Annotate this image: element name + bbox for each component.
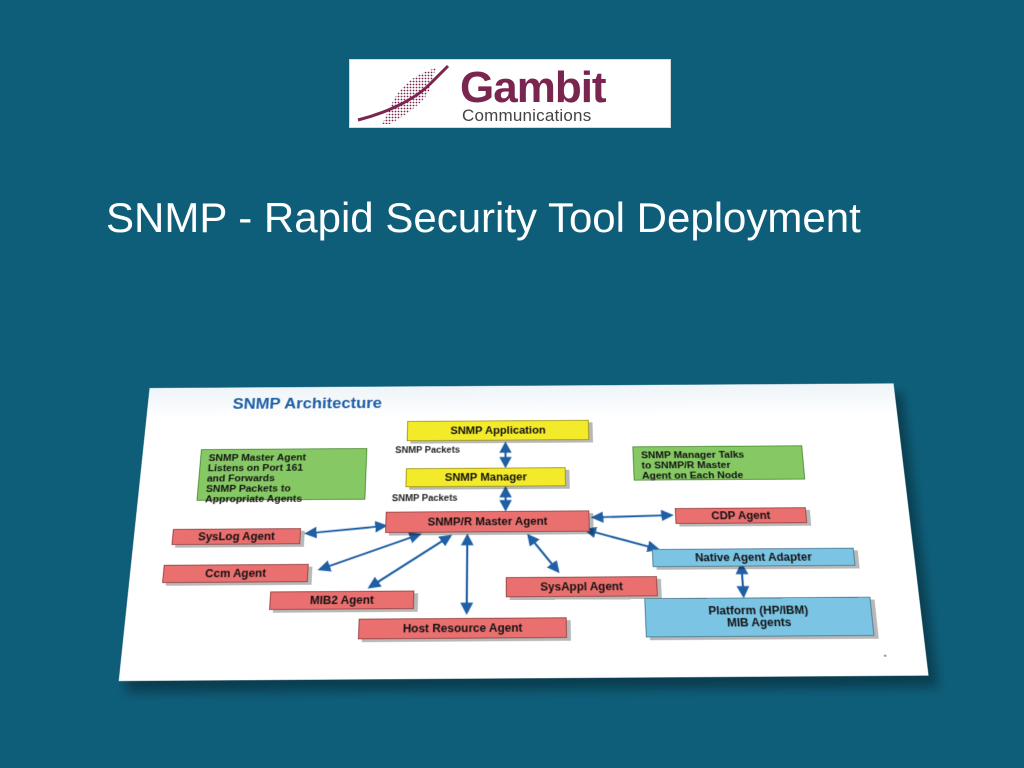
snmp-packets-label-2: SNMP Packets bbox=[391, 493, 458, 504]
arrow-master-native bbox=[586, 529, 658, 549]
arrow-master-syslog bbox=[307, 526, 386, 534]
arrow-master-host bbox=[467, 536, 468, 612]
node-snmp-manager: SNMP Manager bbox=[405, 467, 566, 488]
node-native-agent-adapter: Native Agent Adapter bbox=[651, 547, 856, 568]
knight-logo-icon bbox=[357, 64, 450, 124]
gambit-logo: Gambit Communications bbox=[349, 59, 671, 128]
node-ccm-agent: Ccm Agent bbox=[162, 563, 309, 584]
slide-title: SNMP - Rapid Security Tool Deployment bbox=[106, 194, 861, 241]
architecture-slide: SNMP Architecture SNMP Application bbox=[119, 383, 929, 681]
architecture-card: SNMP Architecture SNMP Application bbox=[118, 383, 930, 690]
arrow-native-platform bbox=[741, 565, 743, 596]
arrow-master-mib2 bbox=[370, 536, 450, 587]
node-mib2-agent: MIB2 Agent bbox=[269, 590, 415, 610]
node-platform-mib-agents: Platform (HP/IBM) MIB Agents bbox=[644, 596, 875, 638]
logo-name: Gambit bbox=[460, 63, 607, 112]
arrow-master-cdp bbox=[593, 515, 671, 517]
node-host-resource-agent: Host Resource Agent bbox=[357, 617, 568, 640]
node-cdp-agent: CDP Agent bbox=[674, 507, 808, 524]
node-sysappl-agent: SysAppl Agent bbox=[505, 576, 658, 598]
note-manager-talks: SNMP Manager Talks to SNMP/R Master Agen… bbox=[632, 445, 806, 481]
snmp-packets-label-1: SNMP Packets bbox=[395, 445, 461, 456]
note-master-agent: SNMP Master Agent Listens on Port 161 an… bbox=[196, 448, 368, 505]
node-snmp-application: SNMP Application bbox=[406, 419, 590, 442]
node-syslog-agent: SysLog Agent bbox=[171, 528, 302, 546]
logo-subtitle: Communications bbox=[462, 106, 592, 125]
arrow-master-sysappl bbox=[529, 535, 558, 571]
node-master-agent: SNMP/R Master Agent bbox=[385, 510, 590, 533]
